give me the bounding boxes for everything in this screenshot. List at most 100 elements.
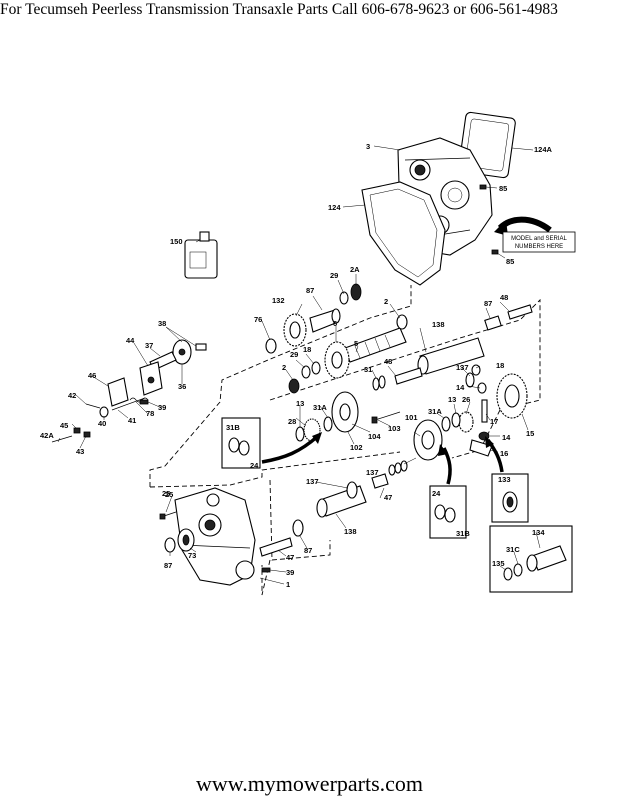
label-73: 73 [188,551,196,560]
label-87-bottom: 87 [304,546,312,555]
bushing-137-lower [346,481,358,499]
label-13-left: 13 [296,399,304,408]
bolt-103 [371,411,401,424]
label-85-top: 85 [499,184,507,193]
washer-14-upper [477,382,487,394]
label-17: 17 [490,417,498,426]
nut-43 [83,431,91,438]
screw-39-lower [261,567,271,573]
label-38: 38 [158,319,166,328]
oil-bottle-150 [184,231,218,279]
label-13-right: 13 [448,395,456,404]
axle-47-lower [259,537,293,557]
label-2A: 2A [350,265,360,274]
bolt-25 [159,511,177,520]
bushing-137-mid [465,372,475,388]
bracket-46 [107,377,129,407]
label-39-lower: 39 [286,568,294,577]
washer-18-right [471,364,481,376]
leader-lines [57,145,541,585]
label-138: 138 [432,320,445,329]
screw-42A [51,435,73,443]
label-31A-right: 31A [428,407,442,416]
washer-76 [265,338,277,354]
label-42A: 42A [40,431,54,440]
label-45: 45 [60,421,68,430]
shift-plate-36 [172,339,192,365]
rod-41 [111,397,146,411]
label-137-right: 137 [366,468,379,477]
label-3: 3 [366,142,370,151]
seal-73 [177,528,195,552]
pin-48-right [507,304,533,320]
spur-gear-132 [283,313,307,347]
label-5: 5 [354,339,358,348]
housing-1 [174,487,256,586]
label-14-lower: 14 [502,433,511,442]
bearing-2-upper [396,314,408,330]
label-24-center: 24 [432,489,441,498]
washer-31 [372,375,386,391]
label-31B-left: 31B [226,423,240,432]
label-43: 43 [76,447,84,456]
label-40: 40 [98,419,106,428]
bearing-87-lower [292,519,304,537]
label-6: 6 [333,319,337,328]
washer-40 [99,406,109,418]
bearing-2-lower [288,378,300,394]
label-47-right: 47 [384,493,392,502]
gasket-124 [361,181,446,286]
label-42: 42 [68,391,76,400]
bolt-85-top [479,184,487,190]
label-15: 15 [526,429,534,438]
pin-48-mid [394,367,423,385]
label-87-lower: 87 [164,561,172,570]
footer-url: www.mymowerparts.com [195,771,424,796]
bushing-87-lower [164,537,176,553]
differential-housing-102 [331,391,359,433]
label-28: 28 [288,417,296,426]
note-line2: NUMBERS HERE [515,244,563,250]
label-48-right: 48 [500,293,508,302]
assembly-dashed-outline [149,285,412,487]
label-48-mid: 48 [384,357,392,366]
shaft-138 [417,337,485,375]
label-29-mid: 29 [290,350,298,359]
shift-arm-44 [139,361,163,396]
label-137-mid: 137 [456,363,469,372]
label-18-mid: 18 [303,345,311,354]
label-2-upper: 2 [384,297,388,306]
label-102: 102 [350,443,363,452]
label-31B-center: 31B [456,529,470,538]
label-138-lower: 138 [344,527,357,536]
label-132: 132 [272,296,285,305]
note-line1: MODEL and SERIAL [511,236,567,242]
label-31C: 31C [506,545,520,554]
label-134: 134 [532,528,545,537]
label-76: 76 [254,315,262,324]
label-124A: 124A [534,145,553,154]
label-135: 135 [492,559,505,568]
label-124: 124 [328,203,341,212]
washer-18 [311,361,321,375]
header-banner: For Tecumseh Peerless Transmission Trans… [0,1,558,18]
label-133: 133 [498,475,511,484]
washers-47-right [388,460,408,476]
label-37: 37 [145,341,153,350]
label-26: 26 [462,395,470,404]
label-78: 78 [146,409,154,418]
label-101: 101 [405,413,418,422]
label-87-top: 87 [306,286,314,295]
label-46: 46 [88,371,96,380]
shaft-137-right [371,473,389,489]
washer-29-top [339,291,349,305]
label-14-upper: 14 [456,383,465,392]
label-16: 16 [500,449,508,458]
label-31-mid: 31 [364,365,372,374]
bolt-39 [139,399,149,405]
model-serial-arrow [497,216,552,233]
bushing-87-right [484,315,502,331]
gear-15 [496,373,528,419]
label-25: 25 [165,490,173,499]
